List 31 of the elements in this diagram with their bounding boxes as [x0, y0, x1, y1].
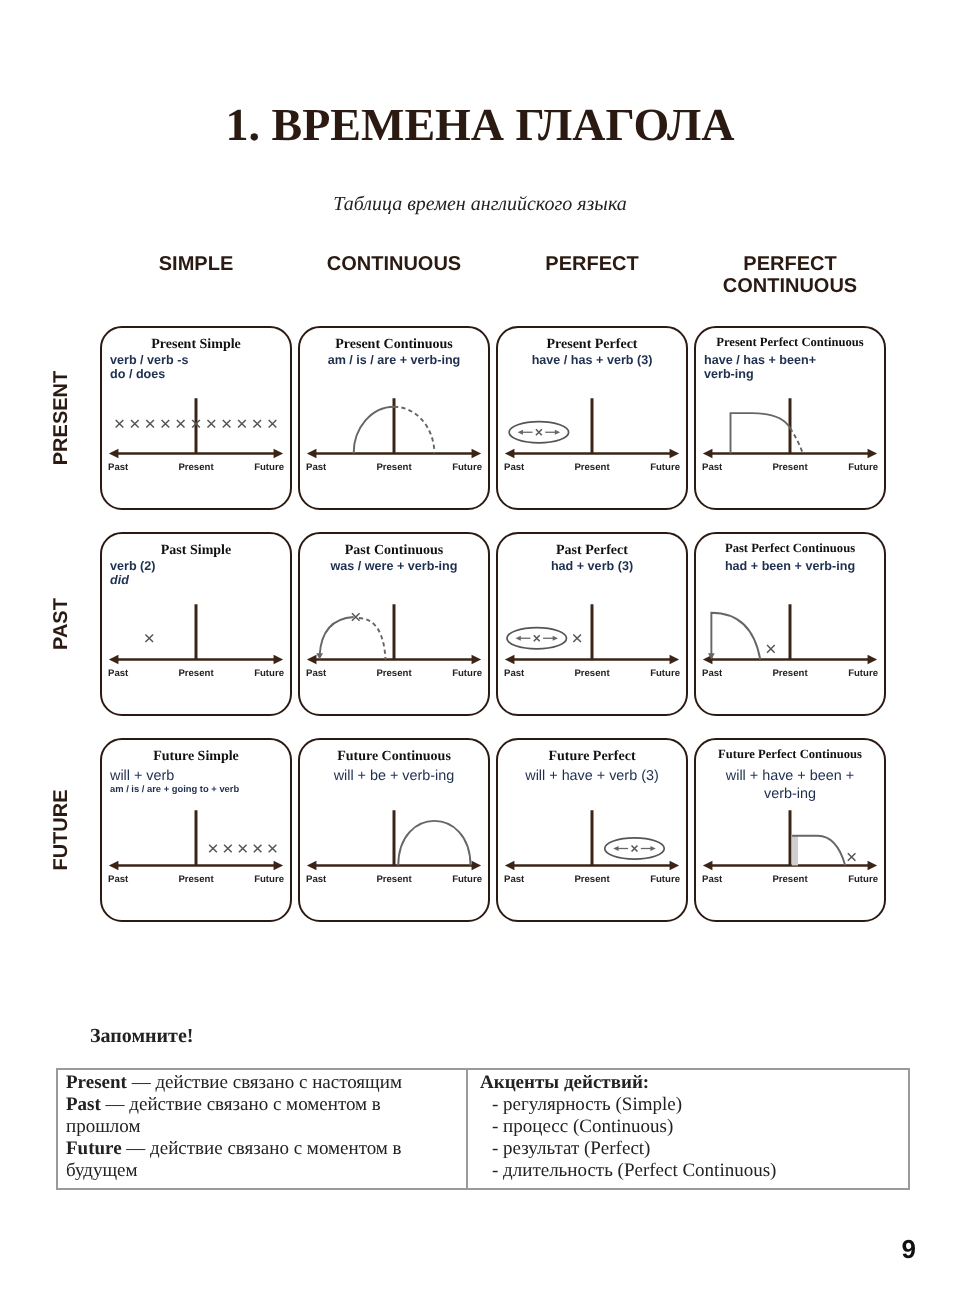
tense-card [496, 738, 688, 922]
tense-card [496, 326, 688, 510]
note-heading: Запомните! [90, 1026, 194, 1048]
list-item: - длительность (Perfect Continuous) [490, 1162, 777, 1184]
row-header: PAST [51, 598, 73, 650]
tense-card [298, 326, 490, 510]
tense-card [100, 326, 292, 510]
tense-card [298, 738, 490, 922]
column-header: SIMPLE [158, 254, 234, 276]
subtitle: Таблица времен английского языка [333, 194, 627, 216]
list-item: - процесс (Continuous) [490, 1118, 674, 1140]
tense-card [100, 738, 292, 922]
tense-card [100, 532, 292, 716]
definition-text: Future — действие связано с моментом в будущем [66, 1140, 404, 1184]
list-item: - регулярность (Simple) [490, 1096, 682, 1118]
row-header: FUTURE [51, 789, 73, 871]
page-title: 1. ВРЕМЕНА ГЛАГОЛА [225, 100, 735, 152]
definition-text: Past — действие связано с моментом в прошлом [66, 1096, 383, 1140]
definition-text: Present — действие связано с настоящим [66, 1074, 404, 1096]
column-header: CONTINUOUS [326, 254, 462, 276]
tense-card [298, 532, 490, 716]
tense-card [694, 738, 886, 922]
row-header: PRESENT [51, 370, 73, 466]
column-header: PERFECT CONTINUOUS [720, 254, 860, 298]
list-heading: Акценты действий: [480, 1074, 650, 1096]
tense-card [694, 326, 886, 510]
list-item: - результат (Perfect) [490, 1140, 651, 1162]
tense-card [496, 532, 688, 716]
column-header: PERFECT [545, 254, 639, 276]
page-number: 9 [901, 1234, 916, 1264]
tense-card [694, 532, 886, 716]
